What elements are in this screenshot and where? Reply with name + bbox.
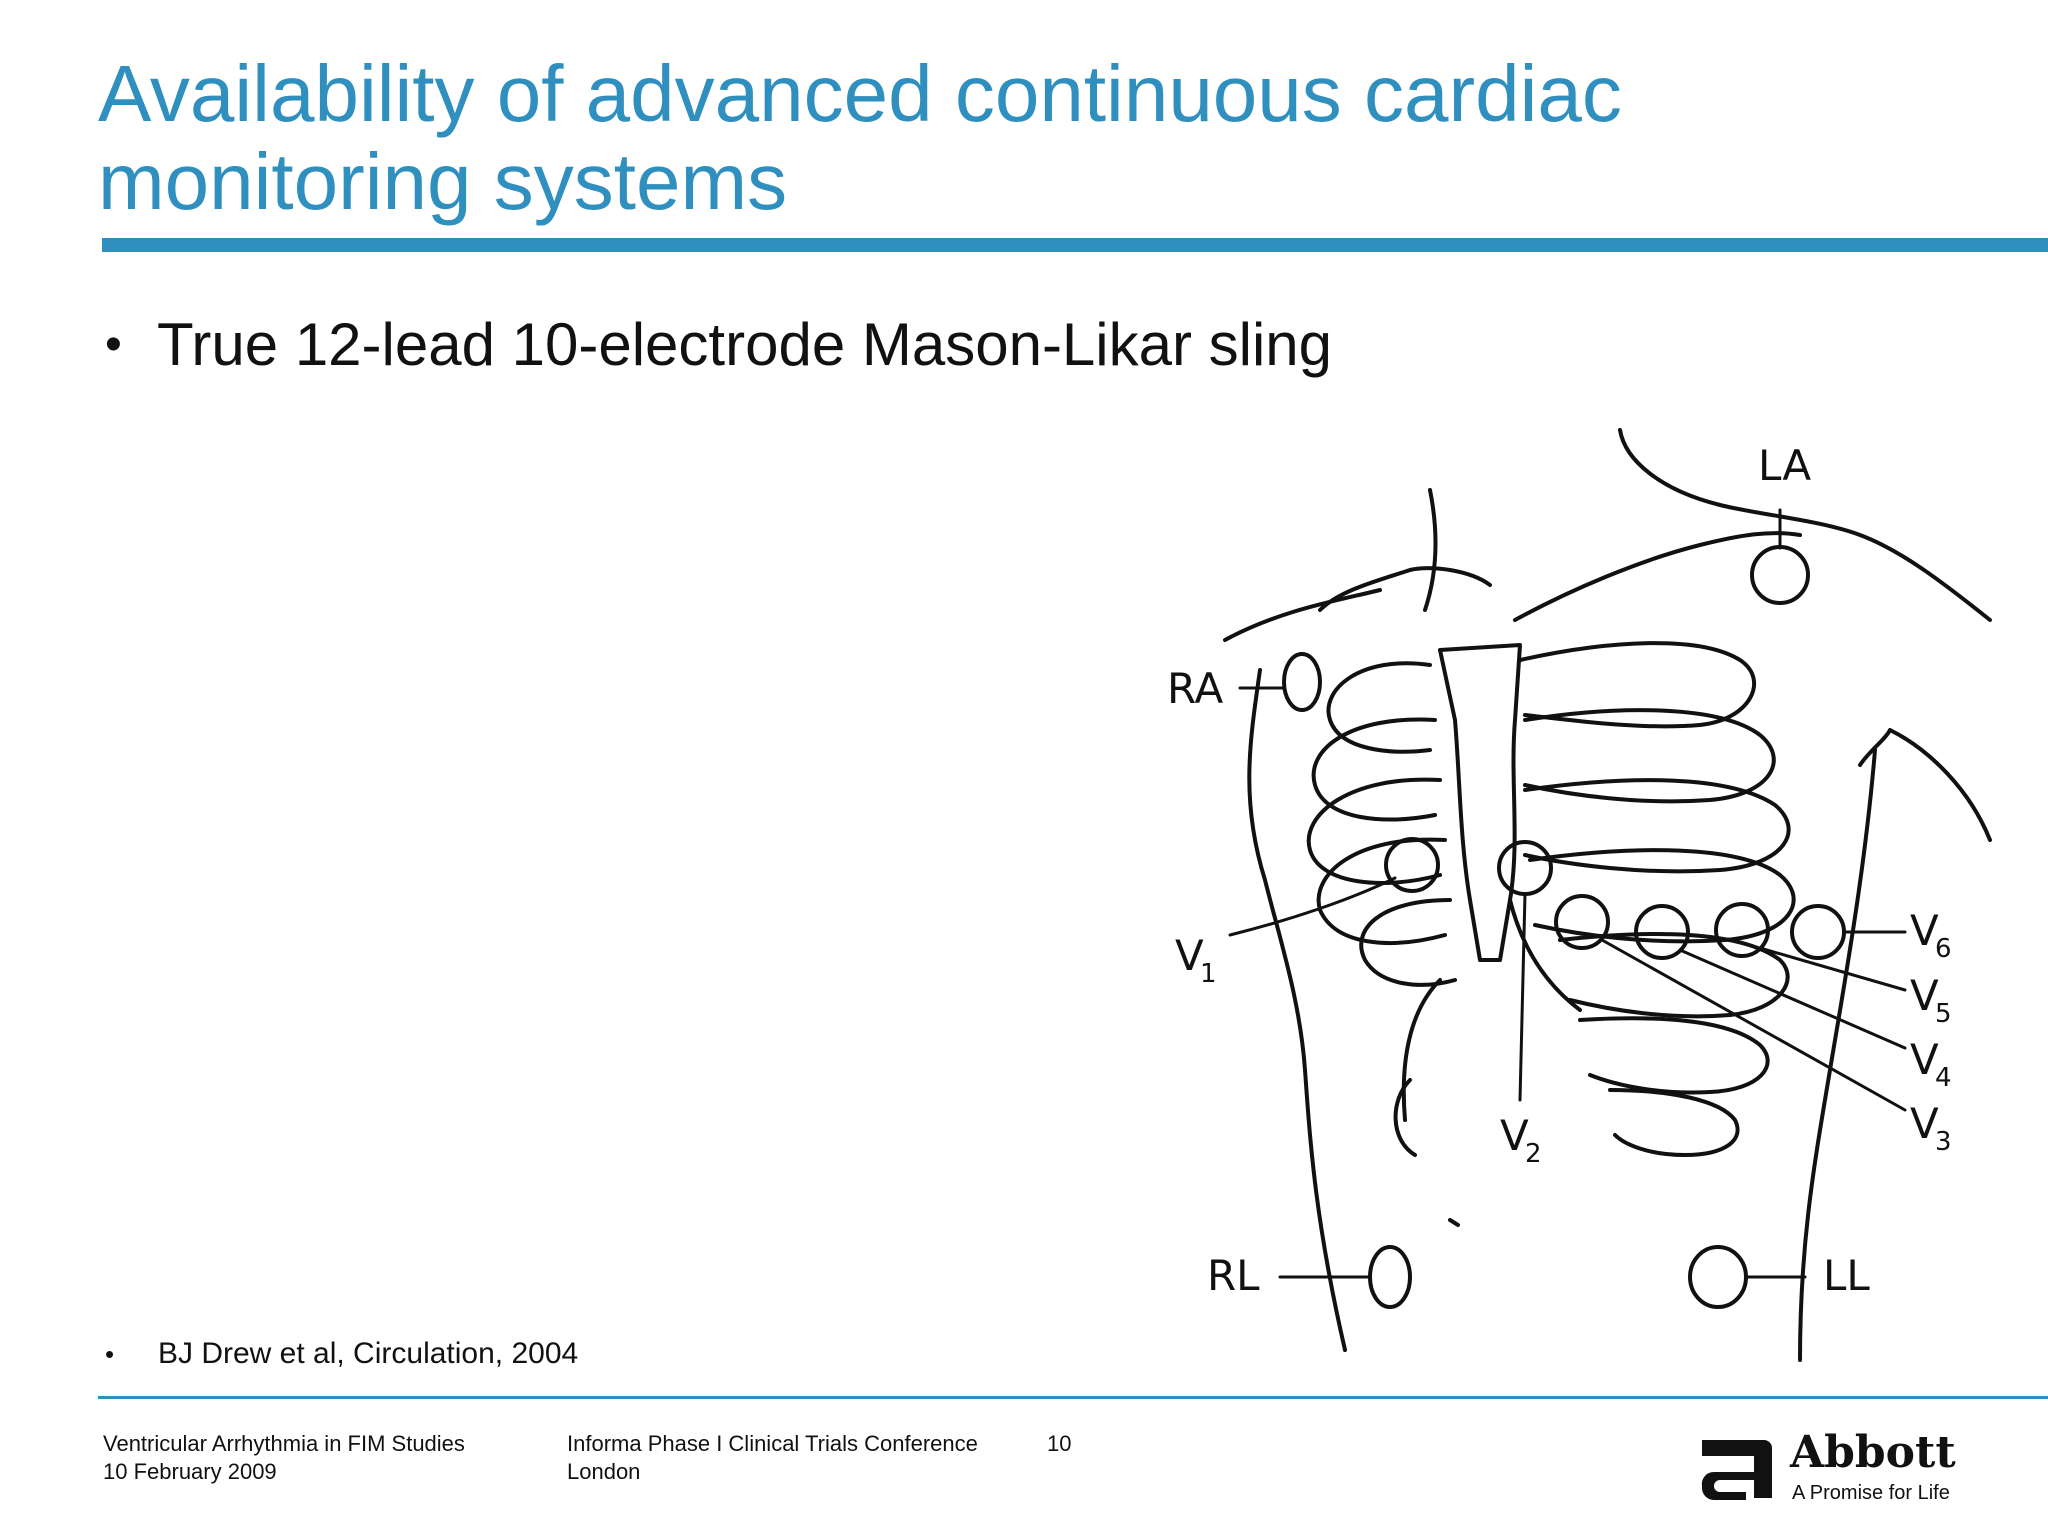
slide-title: Availability of advanced continuous card… <box>98 50 1698 226</box>
label-v1-sub: 1 <box>1200 959 1217 989</box>
sternum <box>1438 643 1522 962</box>
footer-conference: Informa Phase I Clinical Trials Conferen… <box>567 1431 978 1456</box>
label-v5-sub: 5 <box>1935 999 1952 1029</box>
label-v4-letter: V <box>1910 1035 1939 1084</box>
electrode-v3 <box>1554 894 1610 950</box>
label-v3-sub: 3 <box>1935 1127 1952 1157</box>
bullet-text: True 12-lead 10-electrode Mason-Likar sl… <box>157 311 1333 378</box>
label-rl: RL <box>1207 1251 1260 1300</box>
electrode-v5 <box>1714 902 1770 958</box>
right-torso-outline <box>1247 668 1347 1352</box>
label-v6-sub: 6 <box>1935 934 1952 964</box>
label-v2-letter: V <box>1500 1111 1529 1160</box>
abbott-mark-icon <box>1701 1440 1772 1500</box>
footer-presentation-title: Ventricular Arrhythmia in FIM Studies <box>103 1431 465 1456</box>
brand-name: Abbott <box>1790 1427 1956 1478</box>
abbott-logo: Abbott A Promise for Life <box>1690 1428 1956 1508</box>
label-v4-sub: 4 <box>1935 1063 1952 1093</box>
electrode-v1 <box>1384 837 1440 893</box>
clavicle-right <box>1318 566 1492 612</box>
left-torso-outline <box>1858 728 1992 842</box>
label-la: LA <box>1758 441 1811 490</box>
left-flank-outline <box>1798 748 1877 1362</box>
electrode-ll <box>1688 1245 1748 1309</box>
brand-tagline: A Promise for Life <box>1792 1482 1950 1504</box>
title-divider <box>102 238 2048 252</box>
label-v3-letter: V <box>1910 1099 1939 1148</box>
label-v2-sub: 2 <box>1525 1139 1542 1169</box>
title-line-1: Availability of advanced continuous card… <box>98 49 1622 138</box>
footer-left: Ventricular Arrhythmia in FIM Studies 10… <box>103 1430 465 1486</box>
title-line-2: monitoring systems <box>98 137 788 226</box>
page-number: 10 <box>1047 1431 1072 1456</box>
reference-item: • BJ Drew et al, Circulation, 2004 <box>105 1334 578 1374</box>
label-ra: RA <box>1167 664 1223 713</box>
clavicle-left <box>1513 531 1802 622</box>
label-v5-letter: V <box>1910 971 1939 1020</box>
left-neck-line <box>1423 488 1438 612</box>
electrode-v2 <box>1497 840 1553 896</box>
electrode-rl <box>1368 1245 1412 1309</box>
footer-divider <box>98 1396 2048 1399</box>
electrode-v4 <box>1634 904 1690 960</box>
bullet-dot-icon: • <box>105 318 122 371</box>
reference-bullet-icon: • <box>105 1339 115 1369</box>
footer-date: 10 February 2009 <box>103 1459 277 1484</box>
electrode-ra <box>1282 652 1322 712</box>
label-ll: LL <box>1823 1251 1870 1300</box>
navel-mark <box>1448 1218 1460 1227</box>
footer-location: London <box>567 1459 641 1484</box>
electrode-v6 <box>1790 904 1846 960</box>
bullet-item: • True 12-lead 10-electrode Mason-Likar … <box>105 310 1332 380</box>
footer-middle: Informa Phase I Clinical Trials Conferen… <box>567 1430 978 1486</box>
right-shoulder-outline <box>1223 588 1382 642</box>
label-v1-letter: V <box>1175 931 1204 980</box>
electrode-la <box>1750 545 1810 605</box>
electrode-placement-diagram: LA RA RL LL V 1 V 2 V 3 V 4 V 5 V 6 <box>1167 428 1992 1362</box>
reference-text: BJ Drew et al, Circulation, 2004 <box>158 1337 579 1370</box>
label-v6-letter: V <box>1910 906 1939 955</box>
right-ribs <box>1306 661 1457 1157</box>
neck-outline <box>1618 428 1992 622</box>
left-ribs <box>1508 641 1796 1157</box>
